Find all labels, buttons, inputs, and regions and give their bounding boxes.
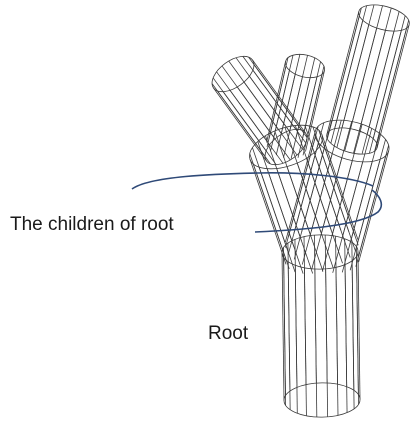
child-middle-upper <box>267 54 325 158</box>
children-of-root-label: The children of root <box>10 215 174 234</box>
root-cylinder <box>282 235 360 417</box>
root-label: Root <box>208 324 248 343</box>
child-right-upper-cap-b <box>356 0 411 36</box>
child-left-upper-cap-b <box>206 49 260 99</box>
root-cylinder-cap-b <box>284 382 360 417</box>
child-right-upper <box>327 5 409 154</box>
